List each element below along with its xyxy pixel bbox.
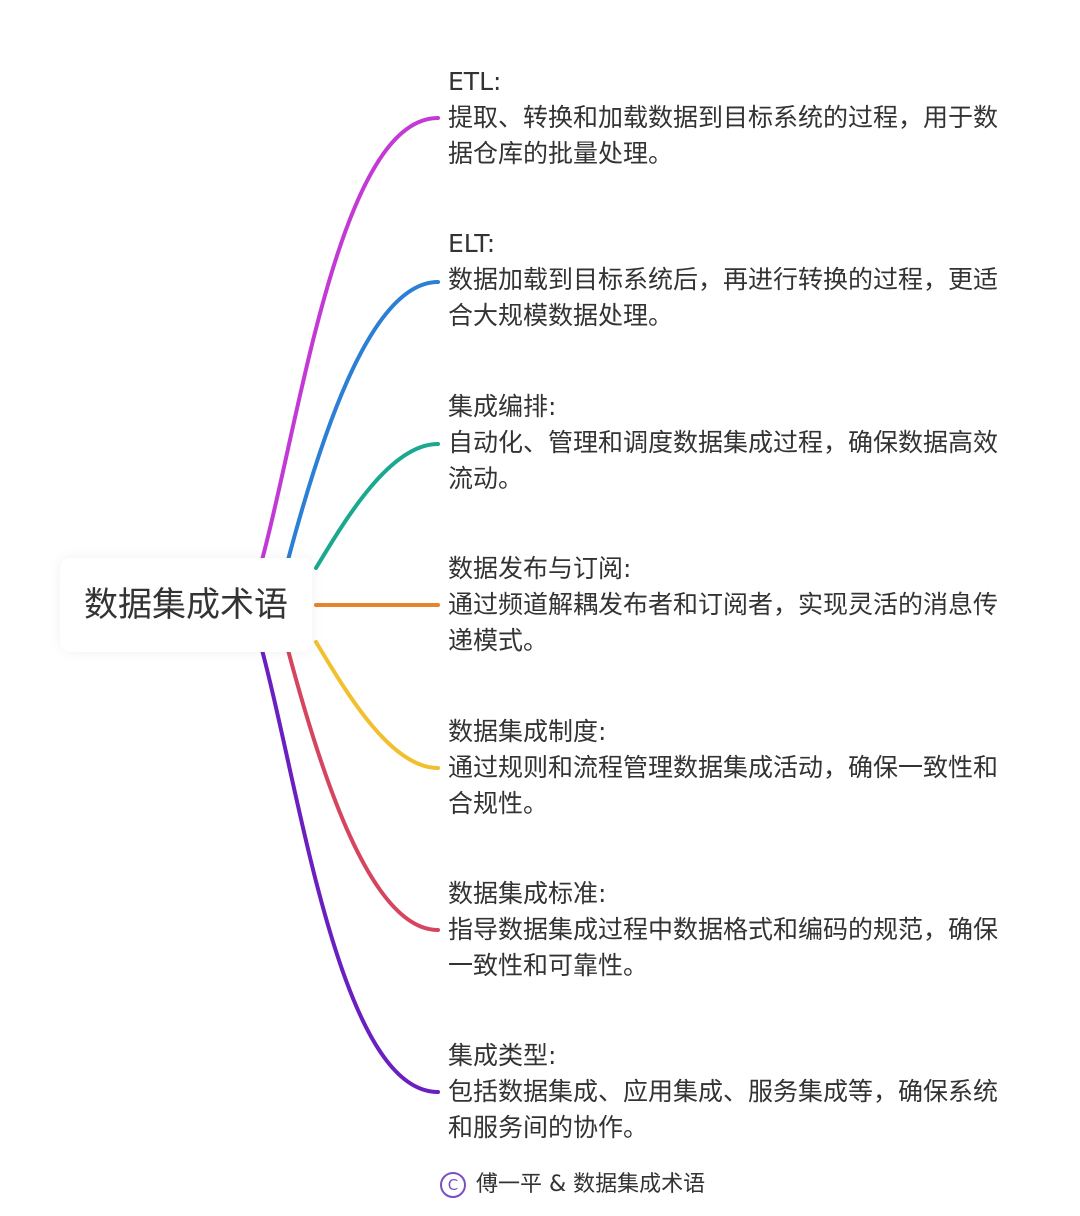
- branch-connector: [260, 648, 440, 1094]
- branch-elt: ELT: 数据加载到目标系统后，再进行转换的过程，更适合大规模数据处理。: [448, 226, 1018, 334]
- branch-standards: 数据集成标准: 指导数据集成过程中数据格式和编码的规范，确保一致性和可靠性。: [448, 876, 1018, 984]
- root-title: 数据集成术语: [84, 585, 288, 625]
- branch-description: 提取、转换和加载数据到目标系统的过程，用于数据仓库的批量处理。: [448, 103, 999, 168]
- branch-description: 通过规则和流程管理数据集成活动，确保一致性和合规性。: [448, 753, 999, 818]
- footer-text: 傅一平 & 数据集成术语: [476, 1172, 706, 1197]
- branch-etl: ETL: 提取、转换和加载数据到目标系统的过程，用于数据仓库的批量处理。: [448, 64, 1018, 172]
- branch-description: 数据加载到目标系统后，再进行转换的过程，更适合大规模数据处理。: [448, 265, 999, 330]
- branch-connector: [286, 280, 440, 562]
- branch-connector: [314, 442, 440, 570]
- branch-policy: 数据集成制度: 通过规则和流程管理数据集成活动，确保一致性和合规性。: [448, 714, 1018, 822]
- branch-title: 数据集成标准:: [448, 879, 607, 908]
- branch-connector: [286, 648, 440, 932]
- branch-title: 数据集成制度:: [448, 717, 607, 746]
- branch-integration-types: 集成类型: 包括数据集成、应用集成、服务集成等，确保系统和服务间的协作。: [448, 1038, 1018, 1146]
- branch-description: 通过频道解耦发布者和订阅者，实现灵活的消息传递模式。: [448, 590, 999, 655]
- copyright-icon: C: [440, 1172, 466, 1198]
- branch-orchestration: 集成编排: 自动化、管理和调度数据集成过程，确保数据高效流动。: [448, 389, 1018, 497]
- branch-title: 数据发布与订阅:: [448, 554, 632, 583]
- branch-title: ELT:: [448, 229, 496, 258]
- branch-description: 包括数据集成、应用集成、服务集成等，确保系统和服务间的协作。: [448, 1077, 999, 1142]
- branch-title: ETL:: [448, 67, 502, 96]
- branch-title: 集成类型:: [448, 1041, 557, 1070]
- branch-pubsub: 数据发布与订阅: 通过频道解耦发布者和订阅者，实现灵活的消息传递模式。: [448, 551, 1018, 659]
- branch-description: 指导数据集成过程中数据格式和编码的规范，确保一致性和可靠性。: [448, 915, 999, 980]
- branch-title: 集成编排:: [448, 392, 557, 421]
- branch-connector: [314, 640, 440, 770]
- footer-credit: C 傅一平 & 数据集成术语: [440, 1168, 705, 1202]
- root-node: [60, 558, 312, 652]
- branch-description: 自动化、管理和调度数据集成过程，确保数据高效流动。: [448, 428, 999, 493]
- branch-connector: [260, 116, 440, 562]
